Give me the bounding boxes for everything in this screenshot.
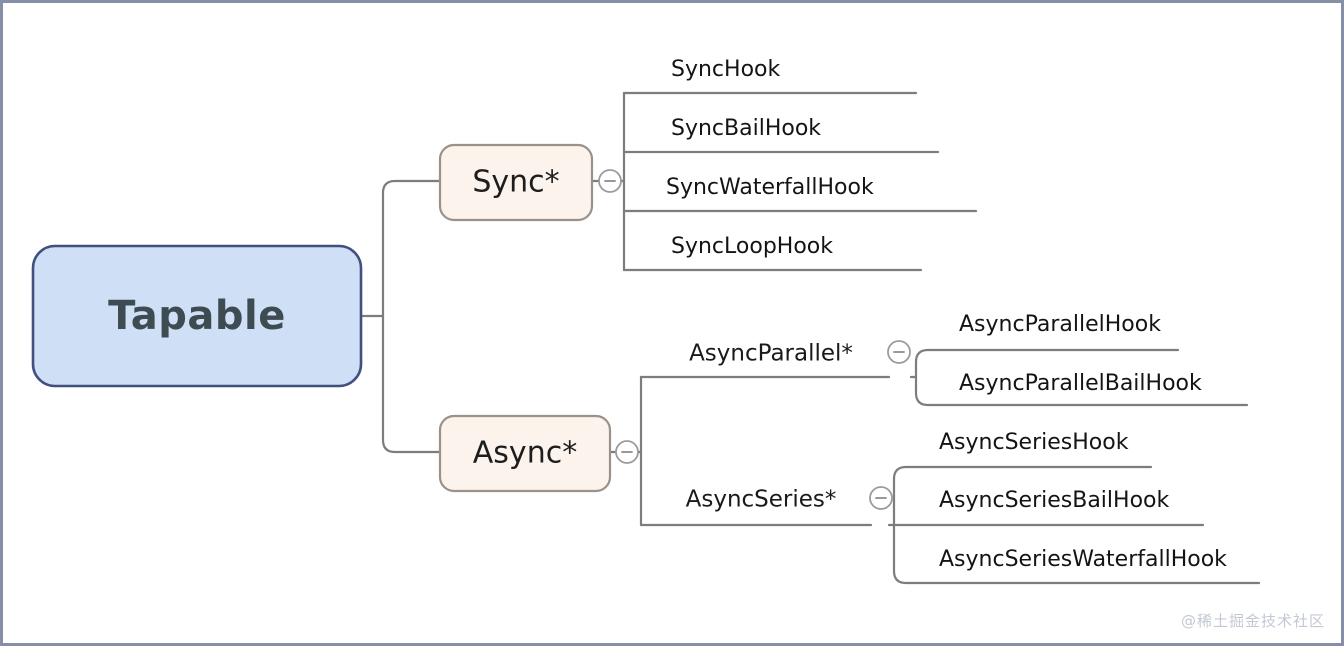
async-collapse-toggle[interactable] <box>615 440 639 464</box>
async-box-shape <box>438 414 612 493</box>
watermark: @稀土掘金技术社区 <box>1180 612 1325 630</box>
leaf-label: AsyncSeriesWaterfallHook <box>939 547 1227 572</box>
leaf-label: SyncLoopHook <box>671 234 833 259</box>
sync-collapse-toggle[interactable] <box>598 169 622 193</box>
node-group-asyncseries[interactable]: AsyncSeries* <box>686 487 837 513</box>
node-leaf-asyncserieswaterfallhook[interactable]: AsyncSeriesWaterfallHook <box>939 547 1227 572</box>
asyncparallel-label: AsyncParallel* <box>689 341 853 367</box>
leaf-label: SyncBailHook <box>671 116 821 141</box>
node-root[interactable]: Tapable <box>31 244 363 388</box>
edge-root-to-async <box>381 314 442 454</box>
node-leaf-asyncparallelbailhook[interactable]: AsyncParallelBailHook <box>959 371 1202 396</box>
node-leaf-syncbailhook[interactable]: SyncBailHook <box>671 116 821 141</box>
node-leaf-synchook[interactable]: SyncHook <box>671 57 780 82</box>
node-group-asyncparallel[interactable]: AsyncParallel* <box>689 341 853 367</box>
leaf-label: AsyncParallelHook <box>959 312 1161 337</box>
root-box-shape <box>31 244 363 388</box>
node-leaf-syncwaterfallhook[interactable]: SyncWaterfallHook <box>666 175 874 200</box>
mindmap-svg: Tapable Sync* Async* SyncHook SyncBailHo… <box>31 57 1261 585</box>
node-leaf-sncloophook[interactable]: SyncLoopHook <box>671 234 833 259</box>
root-label: Tapable <box>108 293 286 339</box>
leaf-label: SyncWaterfallHook <box>666 175 874 200</box>
node-leaf-asyncparallelhook[interactable]: AsyncParallelHook <box>959 312 1161 337</box>
async-label: Async* <box>473 436 577 471</box>
node-leaf-asyncseriesbailhook[interactable]: AsyncSeriesBailHook <box>939 488 1169 513</box>
node-branch-sync[interactable]: Sync* <box>438 143 594 222</box>
leaf-label: AsyncSeriesBailHook <box>939 488 1169 513</box>
leaf-label: AsyncSeriesHook <box>939 430 1129 455</box>
sync-box-shape <box>438 143 594 222</box>
asyncseries-collapse-toggle[interactable] <box>869 486 893 510</box>
leaf-label: SyncHook <box>671 57 780 82</box>
asyncseries-label: AsyncSeries* <box>686 487 837 513</box>
leaf-label: AsyncParallelBailHook <box>959 371 1202 396</box>
asyncparallel-collapse-toggle[interactable] <box>887 340 911 364</box>
node-branch-async[interactable]: Async* <box>438 414 612 493</box>
sync-label: Sync* <box>472 165 559 200</box>
edge-root-to-sync <box>381 179 442 318</box>
node-leaf-asyncserieshook[interactable]: AsyncSeriesHook <box>939 430 1129 455</box>
